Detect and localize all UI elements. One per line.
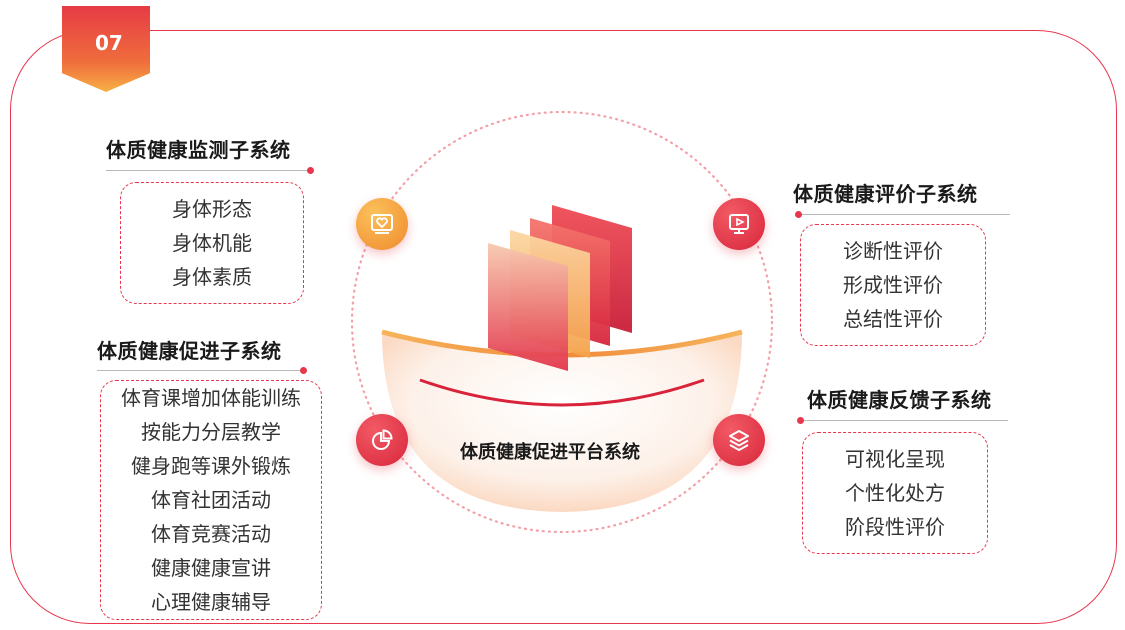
promotion-item: 体育竞赛活动 [151, 522, 271, 546]
promotion-title: 体质健康促进子系统 [97, 339, 282, 363]
promotion-item: 健身跑等课外锻炼 [131, 454, 291, 478]
layers-icon [713, 414, 765, 466]
evaluation-item: 总结性评价 [843, 307, 943, 331]
promotion-item: 健康健康宣讲 [151, 556, 271, 580]
monitoring-item: 身体形态 [172, 197, 252, 221]
feedback-title: 体质健康反馈子系统 [807, 388, 992, 412]
monitoring-box: 身体形态 身体机能 身体素质 [120, 182, 304, 304]
monitoring-item: 身体素质 [172, 265, 252, 289]
pie-chart-icon [356, 414, 408, 466]
feedback-item: 阶段性评价 [845, 515, 945, 539]
heart-monitor-icon [356, 198, 408, 250]
evaluation-item: 诊断性评价 [843, 239, 943, 263]
bowl-base [382, 332, 742, 512]
feedback-item: 个性化处方 [845, 481, 945, 505]
monitoring-item: 身体机能 [172, 231, 252, 255]
evaluation-item: 形成性评价 [843, 273, 943, 297]
promotion-item: 按能力分层教学 [141, 420, 281, 444]
evaluation-underline [795, 211, 1010, 218]
promotion-item: 体育社团活动 [151, 488, 271, 512]
promotion-item: 心理健康辅导 [151, 590, 271, 614]
stacked-cards [488, 205, 632, 371]
promotion-item: 体育课增加体能训练 [121, 386, 301, 410]
slide-number: 07 [95, 31, 123, 55]
promotion-box: 体育课增加体能训练 按能力分层教学 健身跑等课外锻炼 体育社团活动 体育竞赛活动… [100, 380, 322, 620]
feedback-item: 可视化呈现 [845, 447, 945, 471]
outer-frame [10, 30, 1117, 624]
evaluation-title: 体质健康评价子系统 [793, 182, 978, 206]
monitoring-underline [106, 167, 314, 174]
feedback-box: 可视化呈现 个性化处方 阶段性评价 [802, 432, 988, 554]
bowl-inner-line [419, 378, 705, 407]
monitoring-title: 体质健康监测子系统 [106, 138, 291, 162]
slide-number-tag: 07 [62, 6, 150, 92]
play-screen-icon [713, 198, 765, 250]
center-title: 体质健康促进平台系统 [460, 442, 640, 463]
feedback-underline [797, 417, 1008, 424]
promotion-underline [97, 367, 307, 374]
dotted-orbit-circle [350, 110, 774, 534]
evaluation-box: 诊断性评价 形成性评价 总结性评价 [800, 224, 986, 346]
